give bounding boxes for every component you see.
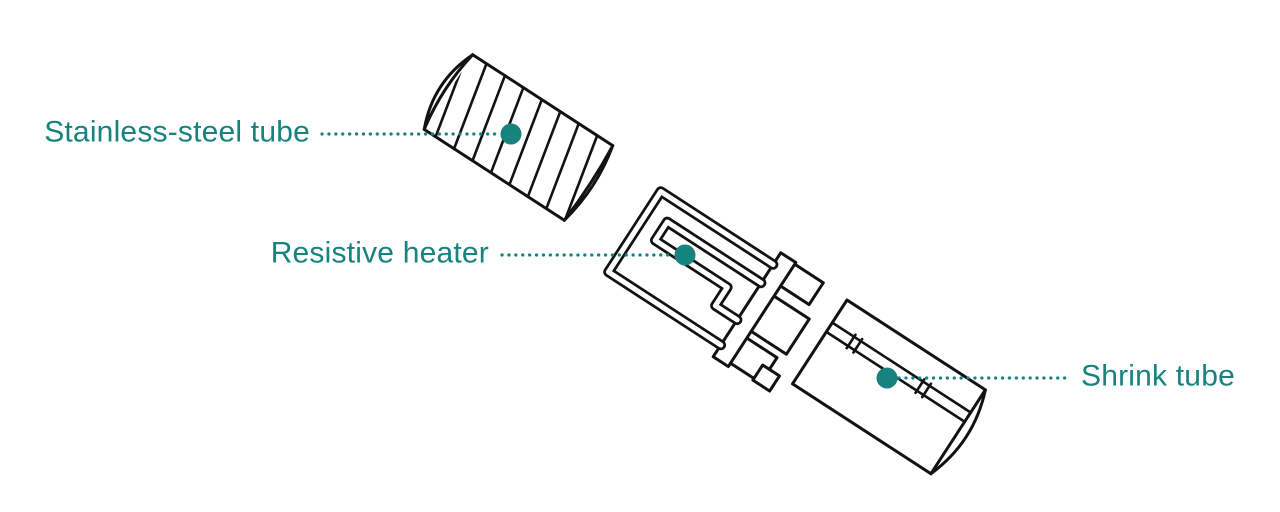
stainless-steel-tube-drawing: [422, 53, 615, 222]
heater-terminal-tip: [751, 363, 781, 393]
marker-dot-shrink: [876, 367, 898, 389]
label-stainless-steel-tube: Stainless-steel tube: [44, 115, 310, 149]
tube-open-rim: [422, 53, 475, 131]
resistive-heater-drawing: [603, 186, 825, 393]
marker-dot-stainless: [500, 123, 522, 145]
label-shrink-tube: Shrink tube: [1081, 359, 1235, 393]
shrink-tube-end-cap: [929, 388, 987, 476]
shrink-tube-seam-ticks: [845, 333, 933, 399]
tube-far-rim: [562, 144, 615, 222]
marker-dot-resistive: [674, 244, 696, 266]
heater-edge-strip: [711, 251, 798, 369]
label-resistive-heater: Resistive heater: [270, 236, 489, 270]
shrink-tube-drawing: [791, 298, 987, 476]
